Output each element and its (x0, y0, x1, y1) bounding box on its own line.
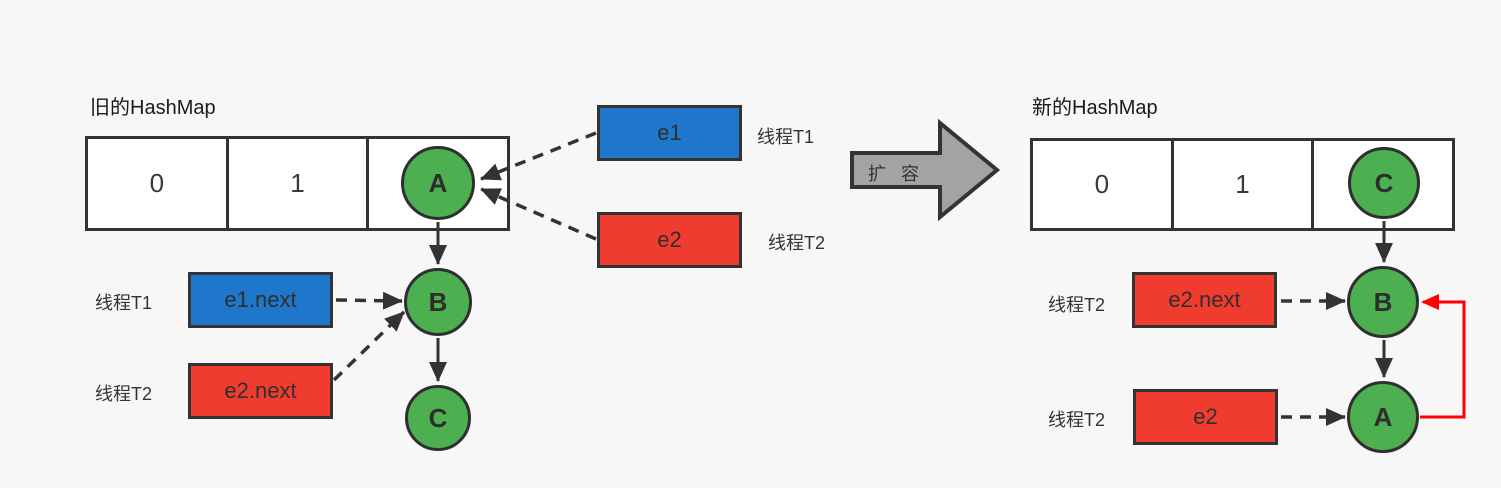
old-dashed-e1next-to-b (335, 291, 403, 310)
e2next-pointer-box: e2.next (188, 363, 333, 419)
new-e2-pointer-box: e2 (1133, 389, 1278, 445)
new-node-c: C (1348, 147, 1420, 219)
thread-t1-label-e1next: 线程T1 (95, 293, 153, 313)
new-array-cell-0: 0 (1033, 141, 1174, 228)
new-red-loop-a-to-b (1420, 294, 1466, 419)
new-hashmap-title: 新的HashMap (1032, 97, 1158, 119)
new-thread-t2-label-e2: 线程T2 (1048, 410, 1106, 430)
old-array-cell-0: 0 (88, 139, 229, 228)
old-node-c: C (405, 385, 471, 451)
e1-pointer-box: e1 (597, 105, 742, 161)
old-dashed-e2next-to-b (332, 310, 406, 382)
new-thread-t2-label-e2next: 线程T2 (1048, 295, 1106, 315)
new-node-b: B (1347, 266, 1419, 338)
thread-t2-label-e2: 线程T2 (768, 233, 826, 253)
e1next-pointer-box: e1.next (188, 272, 333, 328)
old-node-b: B (404, 268, 472, 336)
old-hashmap-title: 旧的HashMap (90, 97, 216, 119)
old-array-cell-1: 1 (229, 139, 370, 228)
old-node-a: A (401, 146, 475, 220)
new-e2next-pointer-box: e2.next (1132, 272, 1277, 328)
e2-pointer-box: e2 (597, 212, 742, 268)
new-node-a: A (1347, 381, 1419, 453)
new-array-cell-1: 1 (1174, 141, 1315, 228)
thread-t1-label-e1: 线程T1 (757, 127, 815, 147)
thread-t2-label-e2next: 线程T2 (95, 384, 153, 404)
resize-arrow-label: 扩 容 (867, 164, 924, 184)
